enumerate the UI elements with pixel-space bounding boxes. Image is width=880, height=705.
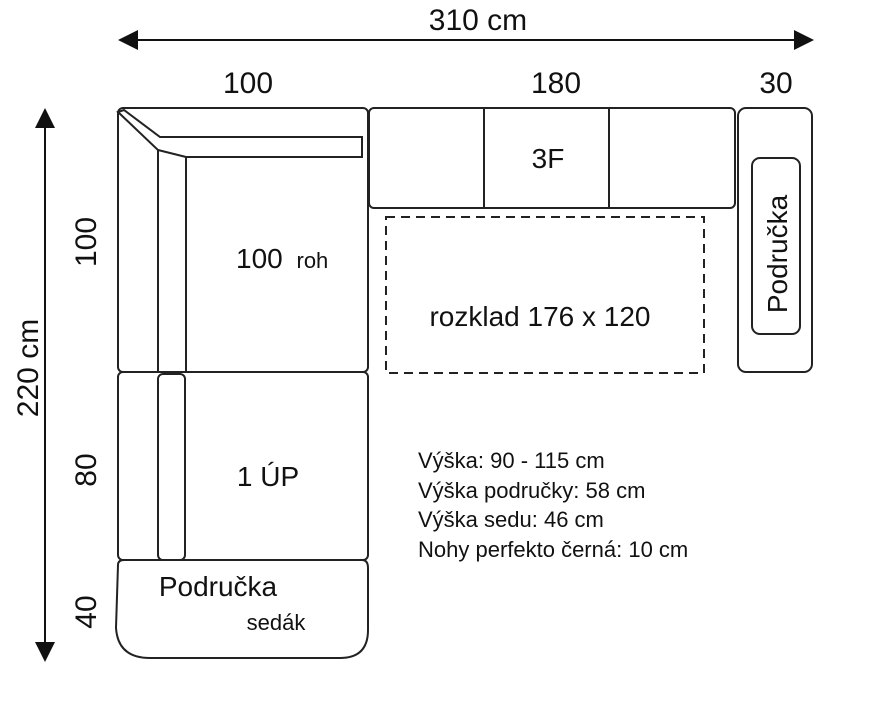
top-segment-3-label: 30 [759,67,792,100]
spec-armrest-height: Výška područky: 58 cm [418,478,645,503]
bottom-armrest [114,559,369,659]
spec-legs: Nohy perfekto černá: 10 cm [418,537,688,562]
corner-backrest-inner [157,149,187,158]
middle-module-label: 1 ÚP [237,461,299,492]
bed-area-label: rozklad 176 x 120 [429,301,650,332]
bottom-armrest-label: Područka [159,571,278,602]
right-armrest-label: Područka [762,194,793,313]
corner-backrest [116,108,363,373]
bottom-armrest-sublabel: sedák [247,610,307,635]
left-segment-2-label: 80 [70,453,103,486]
top-module [368,107,736,209]
right-armrest-cushion [751,157,801,335]
bed-area [385,216,705,374]
total-height-label: 220 cm [12,319,45,417]
top-segment-1-label: 100 [223,67,273,100]
corner-module-number: 100 [236,243,283,274]
spec-height: Výška: 90 - 115 cm [418,448,605,473]
middle-backrest [157,373,186,561]
top-segment-2-label: 180 [531,67,581,100]
corner-module-label: 100 roh [236,243,328,274]
corner-module-suffix: roh [297,248,329,273]
left-segment-3-label: 40 [70,595,103,628]
spec-seat-height: Výška sedu: 46 cm [418,507,604,532]
left-segment-1-label: 100 [70,217,103,267]
top-module-label: 3F [532,143,565,174]
total-width-label: 310 cm [429,4,527,37]
